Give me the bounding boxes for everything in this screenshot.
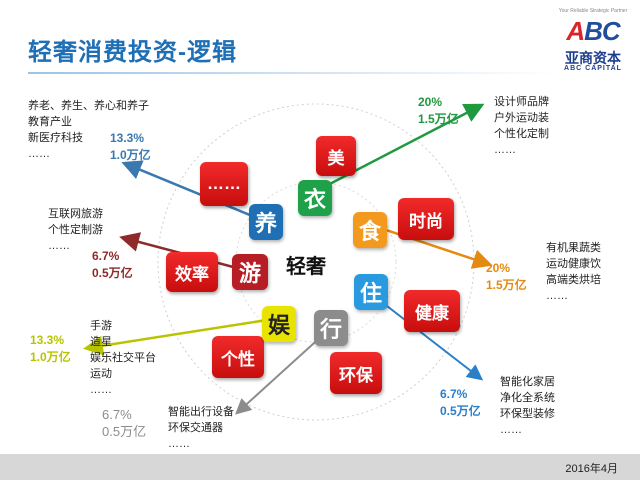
group-you-stat: 6.7% 0.5万亿 [92,248,133,282]
list-item: 互联网旅游 [48,208,103,220]
category-tile-xing: 行 [314,310,348,346]
list-item: 手游 [90,320,112,332]
group-shi-stat: 20% 1.5万亿 [486,260,527,294]
stat-amount: 0.5万亿 [92,266,133,280]
list-item: 教育产业 [28,116,72,128]
logo-mark-a: A [566,16,585,46]
list-item: …… [90,384,112,396]
stat-amount: 1.0万亿 [110,148,151,162]
list-item: 新医疗科技 [28,132,83,144]
list-item: 造星 [90,336,112,348]
trait-tile-eco: 环保 [330,352,382,394]
stat-percent: 6.7% [102,407,132,422]
trait-tile-personality: 个性 [212,336,264,378]
list-item: 高端类烘培 [546,274,601,286]
list-item: 养老、养生、养心和养子 [28,100,149,112]
list-item: 智能出行设备 [168,406,234,418]
stat-amount: 1.5万亿 [418,112,459,126]
category-tile-you: 游 [232,254,268,290]
list-item: …… [168,438,190,450]
group-you-list: 互联网旅游 个性定制游 …… [48,206,103,254]
logo-name-en: ABC CAPITAL [564,65,622,72]
stat-amount: 1.5万亿 [486,278,527,292]
group-yu-stat: 13.3% 1.0万亿 [30,332,71,366]
trait-tile-beauty: 美 [316,136,356,176]
list-item: 净化全系统 [500,392,555,404]
group-yu-list: 手游 造星 娱乐社交平台 运动 …… [90,318,156,398]
list-item: 环保交通器 [168,422,223,434]
stat-percent: 6.7% [440,387,468,401]
list-item: 运动健康饮 [546,258,601,270]
category-tile-shi: 食 [353,212,387,248]
footer-date: 2016年4月 [565,463,618,475]
group-yang-list: 养老、养生、养心和养子 教育产业 新医疗科技 …… [28,98,149,162]
stat-amount: 0.5万亿 [102,424,147,439]
stat-percent: 13.3% [30,333,65,347]
logo-mark-rest: BC [584,16,621,46]
footer-bar: 2016年4月 [0,454,640,480]
list-item: 环保型装修 [500,408,555,420]
list-item: 个性化定制 [494,128,549,140]
list-item: 个性定制游 [48,224,103,236]
list-item: …… [48,240,70,252]
trait-tile-efficiency: 效率 [166,252,218,292]
group-yang-stat: 13.3% 1.0万亿 [110,130,151,164]
list-item: 户外运动装 [494,112,549,124]
group-xing-list: 智能出行设备 环保交通器 …… [168,404,234,452]
connector-zhu [373,295,484,381]
category-tile-yi: 衣 [298,180,332,216]
connector-yang [121,160,263,222]
list-item: 有机果蔬类 [546,242,601,254]
logo-tagline: Your Reliable Strategic Partner [558,8,628,14]
list-item: 娱乐社交平台 [90,352,156,364]
list-item: …… [546,290,568,302]
stat-percent: 6.7% [92,249,120,263]
list-item: 智能化家居 [500,376,555,388]
group-xing-stat: 6.7% 0.5万亿 [102,406,146,440]
stat-percent: 13.3% [110,131,145,145]
group-zhu-stat: 6.7% 0.5万亿 [440,386,481,420]
list-item: 设计师品牌 [494,96,549,108]
group-shi-list: 有机果蔬类 运动健康饮 高端类烘培 …… [546,240,601,304]
list-item: …… [500,424,522,436]
logo-mark: ABC [560,16,626,47]
trait-tile-health: 健康 [404,290,460,332]
stat-percent: 20% [486,261,511,275]
category-tile-yu: 娱 [262,306,296,342]
category-tile-yang: 养 [249,204,283,240]
category-tile-zhu: 住 [354,274,388,310]
center-label: 轻奢 [286,256,326,278]
group-yi-list: 设计师品牌 户外运动装 个性化定制 …… [494,94,549,158]
logo-name-cn: 亚商资本 [565,50,621,66]
connector-shi [373,224,493,269]
title-underline [28,72,558,74]
stat-percent: 20% [418,95,443,109]
list-item: …… [494,144,516,156]
group-yi-stat: 20% 1.5万亿 [418,94,459,128]
connector-yu [83,316,281,356]
company-logo: Your Reliable Strategic Partner ABC 亚商资本… [552,8,634,74]
trait-tile-fashion: 时尚 [398,198,454,240]
list-item: …… [28,148,50,160]
stat-amount: 0.5万亿 [440,404,481,418]
stat-amount: 1.0万亿 [30,350,71,364]
connector-xing [235,333,325,415]
trait-tile-more: …… [200,162,248,206]
group-zhu-list: 智能化家居 净化全系统 环保型装修 …… [500,374,555,438]
list-item: 运动 [90,368,112,380]
page-title: 轻奢消费投资-逻辑 [28,39,237,66]
